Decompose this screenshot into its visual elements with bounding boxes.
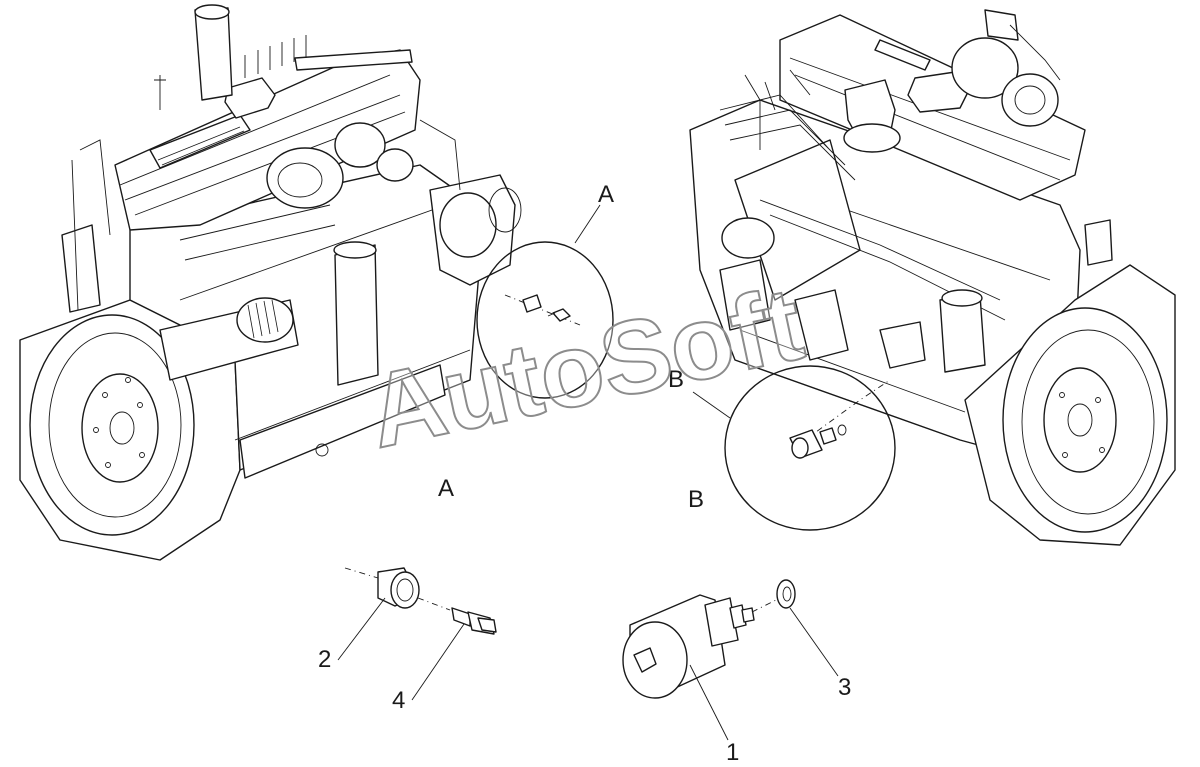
callout-4: 4 [392, 687, 405, 714]
part-1-sender [622, 594, 781, 699]
detail-a-label: A [598, 181, 614, 208]
part-3-washer [776, 579, 796, 609]
leader-lines [337, 597, 839, 741]
detail-b-label: B [668, 366, 684, 393]
detail-circle-b [692, 365, 896, 531]
view-b-label: B [688, 486, 704, 513]
part-2-adapter [344, 567, 420, 609]
part-4-sensor [417, 597, 497, 635]
view-a-label: A [438, 475, 454, 502]
right-engine [689, 9, 1176, 546]
callout-1: 1 [726, 739, 739, 766]
detail-circle-a [476, 204, 614, 399]
callout-3: 3 [838, 674, 851, 701]
callout-2: 2 [318, 646, 331, 673]
left-engine [19, 4, 522, 561]
